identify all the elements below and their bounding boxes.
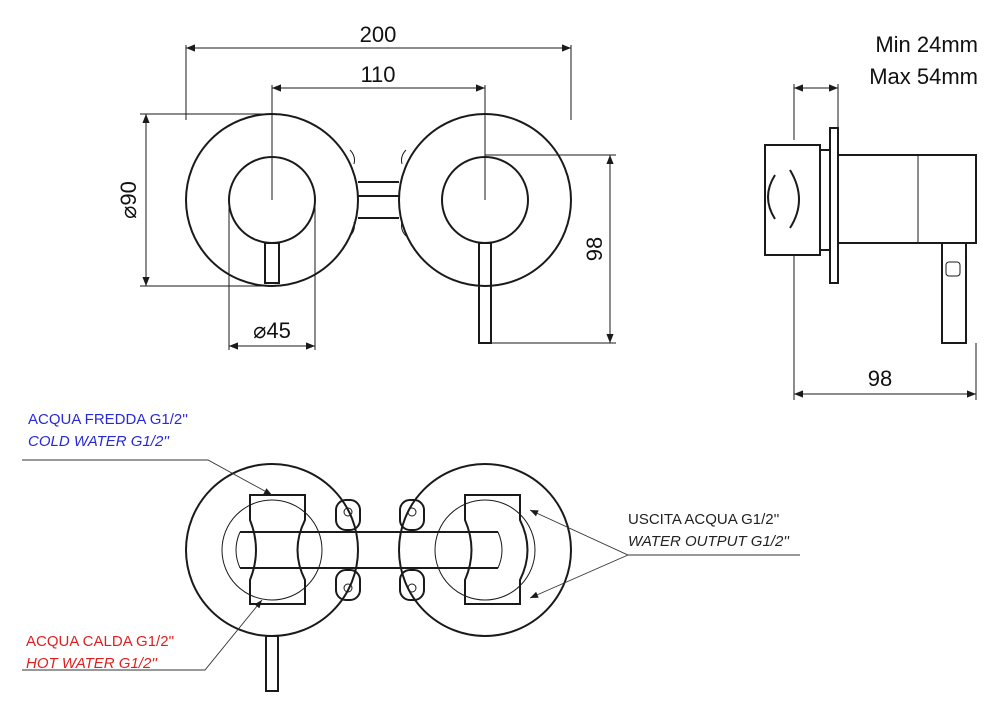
dim-front-height: 98	[582, 237, 607, 261]
right-valve-body	[464, 494, 529, 605]
left-valve-body	[249, 494, 306, 605]
rear-view: ACQUA FREDDA G1/2'' COLD WATER G1/2'' AC…	[22, 411, 800, 692]
dim-wall-min: Min 24mm	[875, 32, 978, 57]
internal-pipe	[240, 531, 498, 569]
label-hot-water-it: ACQUA CALDA G1/2''	[26, 633, 174, 650]
label-cold-water-it: ACQUA FREDDA G1/2''	[28, 411, 188, 428]
dim-plate-diameter: ⌀90	[116, 181, 141, 219]
front-view: 200 110 ⌀90 ⌀45 98	[116, 22, 616, 350]
dim-wall-max: Max 54mm	[869, 64, 978, 89]
connecting-pipe	[358, 181, 399, 219]
dim-side-depth: 98	[868, 366, 892, 391]
label-water-output-en: WATER OUTPUT G1/2''	[628, 533, 790, 550]
side-lever	[941, 242, 967, 344]
dim-handle-diameter: ⌀45	[253, 318, 291, 343]
left-lever	[264, 242, 280, 284]
dim-center-distance: 110	[360, 62, 395, 87]
label-water-output-it: USCITA ACQUA G1/2''	[628, 511, 779, 528]
dim-overall-width: 200	[360, 22, 397, 47]
label-cold-water-en: COLD WATER G1/2''	[28, 433, 170, 450]
label-hot-water-en: HOT WATER G1/2''	[26, 655, 158, 672]
side-view: Min 24mm Max 54mm 98	[764, 32, 978, 400]
side-handle-body	[837, 154, 977, 244]
right-lever	[478, 242, 492, 344]
